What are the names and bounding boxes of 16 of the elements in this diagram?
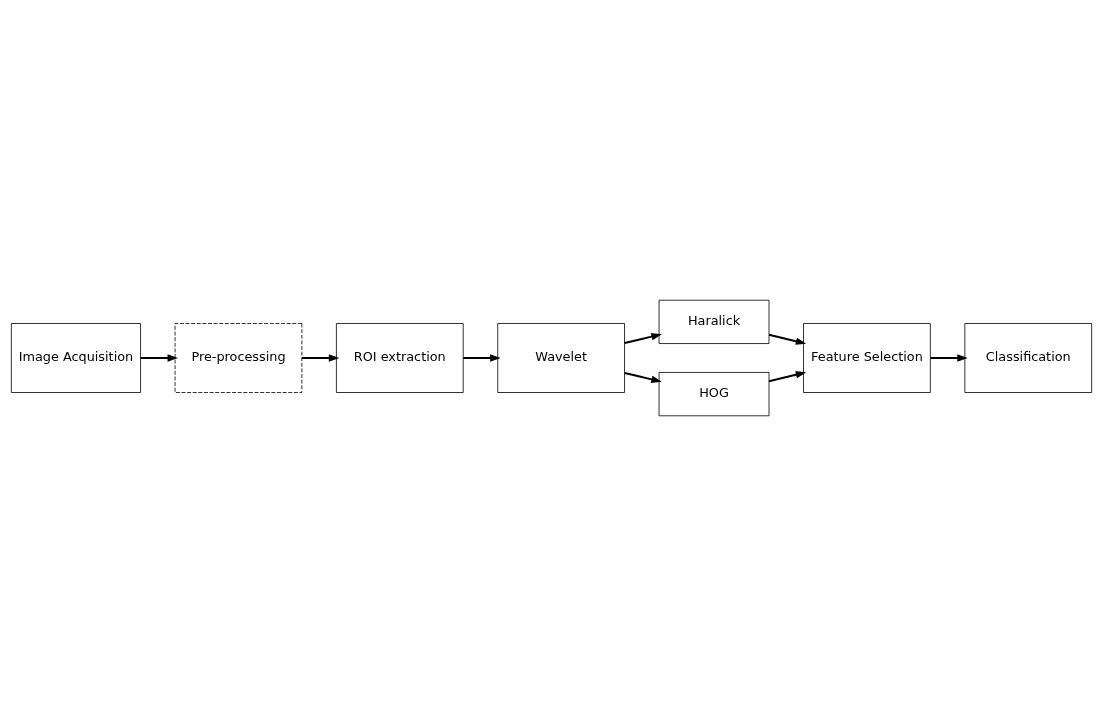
node-box: Feature Selection — [803, 323, 931, 393]
arrow — [768, 333, 807, 345]
arrow — [463, 354, 501, 362]
node-box: Image Acquisition — [10, 323, 141, 393]
node-box: HOG — [658, 372, 770, 417]
arrow — [624, 371, 662, 383]
arrow — [768, 371, 807, 383]
node-box: Pre-processing — [174, 323, 303, 393]
node-box: ROI extraction — [336, 323, 464, 393]
arrow — [140, 354, 178, 362]
node-box: Haralick — [658, 299, 770, 344]
arrow — [930, 354, 968, 362]
node-box: Classification — [964, 323, 1093, 393]
arrow — [301, 354, 340, 362]
node-box: Wavelet — [497, 323, 625, 393]
arrow — [624, 333, 662, 345]
